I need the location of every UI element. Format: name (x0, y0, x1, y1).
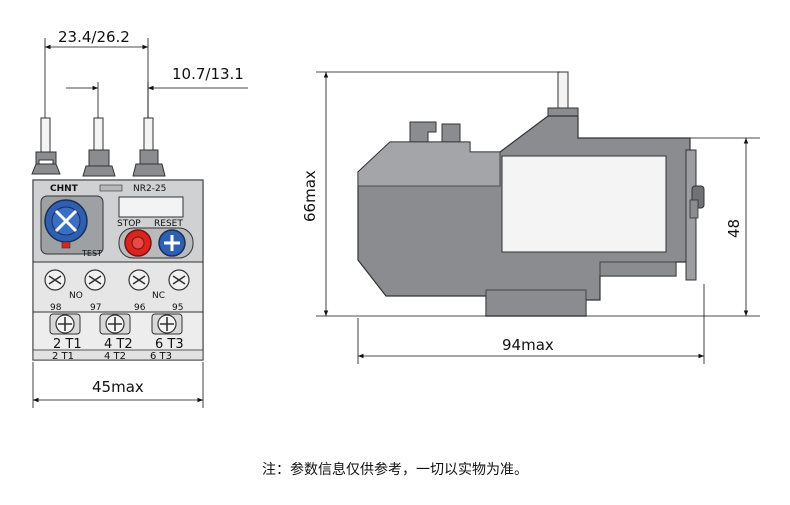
brand-label: CHNT (50, 184, 79, 194)
stop-label: STOP (117, 219, 141, 229)
main-terminal-t3: 6 T3 (155, 337, 184, 352)
aux-terminal-97: 97 (90, 303, 101, 313)
main-terminal-t3-bottom: 6 T3 (150, 351, 172, 362)
aux-terminal-screws (44, 269, 190, 291)
main-terminal-t1: 2 T1 (53, 337, 82, 352)
side-view (357, 71, 705, 317)
disclaimer-note: 注：参数信息仅供参考，一切以实物为准。 (262, 462, 528, 478)
side-label-window (501, 155, 667, 253)
no-label: NO (69, 291, 83, 301)
dim-side-width: 94max (502, 336, 554, 354)
dim-pin-spacing: 10.7/13.1 (172, 65, 244, 83)
model-label: NR2-25 (133, 184, 166, 194)
dim-body-height: 48 (725, 219, 743, 238)
main-terminal-screws (49, 313, 183, 335)
dim-front-width: 45max (92, 378, 144, 396)
aux-terminal-98: 98 (50, 303, 62, 313)
main-terminal-t2-bottom: 4 T2 (104, 351, 126, 362)
test-label: TEST (81, 249, 102, 258)
terminal-pins (40, 117, 154, 155)
dim-height: 66max (301, 170, 319, 222)
aux-terminal-95: 95 (172, 303, 183, 313)
nc-label: NC (152, 291, 165, 301)
dim-top-width: 23.4/26.2 (58, 28, 130, 46)
front-dimensions (32, 38, 248, 408)
reset-label: RESET (154, 219, 183, 229)
main-terminal-t1-bottom: 2 T1 (52, 351, 74, 362)
front-view: CHNT NR2-25 TEST STOP RESET (31, 117, 204, 362)
side-dimensions (316, 71, 760, 364)
aux-terminal-96: 96 (134, 303, 146, 313)
main-terminal-t2: 4 T2 (104, 337, 133, 352)
